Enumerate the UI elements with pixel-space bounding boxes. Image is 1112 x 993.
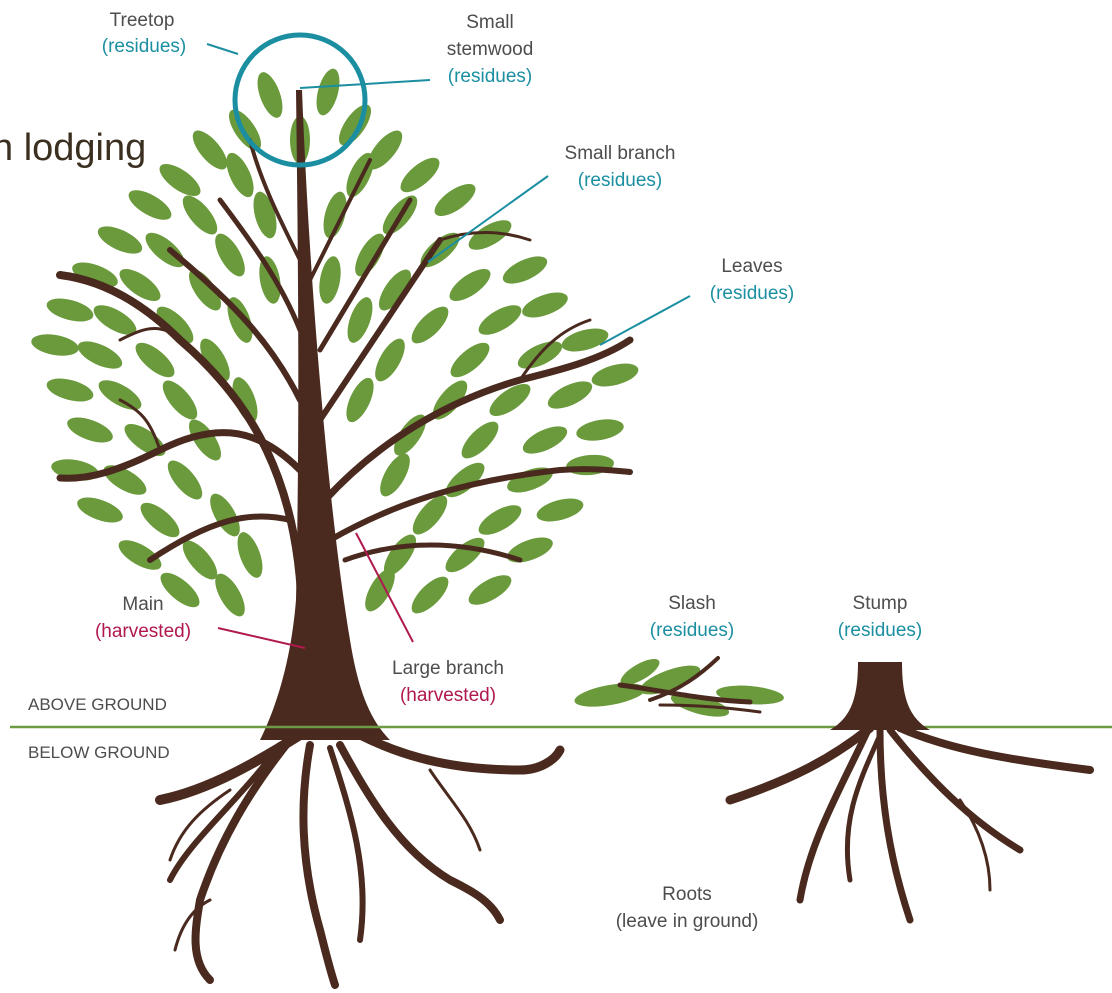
large-branch-status: (harvested) — [400, 685, 496, 706]
label-main: Main (harvested) — [95, 594, 191, 642]
leaves-status: (residues) — [710, 283, 794, 304]
leaf — [94, 374, 146, 415]
stump-name: Stump — [853, 593, 908, 614]
leaf — [135, 497, 185, 543]
leaf — [74, 492, 126, 527]
label-leaves: Leaves (residues) — [710, 256, 794, 304]
leaf — [333, 100, 377, 151]
roots-name: Roots — [662, 884, 712, 905]
below-ground-label: BELOW GROUND — [28, 743, 170, 762]
leaf — [30, 331, 81, 359]
label-stump: Stump (residues) — [838, 593, 922, 641]
leaf — [232, 529, 267, 581]
leaf — [44, 294, 96, 326]
tree-roots — [160, 735, 560, 985]
leaf — [445, 337, 495, 383]
leaf — [474, 499, 526, 540]
slash-pile — [573, 654, 785, 721]
leaf — [504, 462, 556, 497]
large-branch-name: Large branch — [392, 658, 504, 679]
label-small-stemwood: Small stemwood (residues) — [447, 12, 534, 87]
leaf — [519, 287, 571, 322]
leaf — [130, 337, 180, 383]
label-treetop: Treetop (residues) — [102, 10, 186, 57]
leaf — [406, 571, 454, 619]
label-slash: Slash (residues) — [650, 593, 734, 641]
leaf — [162, 455, 208, 505]
leaf — [256, 255, 284, 306]
leaf — [177, 190, 223, 240]
slash-status: (residues) — [650, 620, 734, 641]
leaf — [589, 359, 641, 391]
leaf — [474, 299, 526, 340]
leaf — [445, 263, 496, 307]
leaf — [44, 374, 96, 406]
leaf — [544, 376, 596, 414]
leaf — [157, 375, 203, 425]
leaf — [575, 416, 626, 444]
small-stemwood-name-line2: stemwood — [447, 39, 534, 60]
stump-shape — [830, 662, 930, 730]
leaf — [312, 66, 344, 118]
leaf — [187, 125, 233, 175]
main-name: Main — [122, 594, 163, 615]
leaf — [406, 301, 454, 349]
leaf — [440, 532, 490, 578]
label-small-branch: Small branch (residues) — [565, 143, 676, 191]
leaf — [64, 412, 116, 447]
treetop-status: (residues) — [102, 36, 186, 57]
leaf — [349, 229, 390, 281]
leaf — [374, 449, 415, 501]
leaf — [519, 421, 571, 459]
leaf — [504, 532, 556, 567]
small-stemwood-status: (residues) — [448, 66, 532, 87]
label-roots: Roots (leave in ground) — [616, 884, 759, 932]
leaf — [94, 221, 146, 259]
label-large-branch: Large branch (harvested) — [392, 658, 504, 706]
treetop-name: Treetop — [110, 10, 175, 31]
corner-text: n lodging — [0, 127, 146, 169]
leaf — [430, 178, 481, 222]
small-branch-status: (residues) — [578, 170, 662, 191]
leaf — [204, 489, 245, 541]
leaf — [115, 263, 166, 307]
above-ground-label: ABOVE GROUND — [28, 695, 167, 714]
small-stemwood-name-line1: Small — [466, 12, 514, 33]
leaf — [155, 158, 206, 202]
leaf — [499, 251, 551, 289]
small-branch-name: Small branch — [565, 143, 676, 164]
main-status: (harvested) — [95, 621, 191, 642]
leaf — [183, 265, 227, 316]
leaf — [464, 569, 516, 610]
roots-status: (leave in ground) — [616, 911, 759, 932]
leaf — [124, 184, 176, 225]
slash-name: Slash — [668, 593, 716, 614]
stump-roots — [730, 728, 1090, 920]
leaf — [565, 453, 615, 477]
leaves-name: Leaves — [721, 256, 782, 277]
leaf — [252, 69, 287, 121]
leaf — [395, 152, 445, 198]
leaf — [140, 227, 190, 273]
leaf — [456, 416, 504, 464]
leaf — [534, 494, 586, 526]
leaf — [74, 336, 126, 374]
stump-status: (residues) — [838, 620, 922, 641]
